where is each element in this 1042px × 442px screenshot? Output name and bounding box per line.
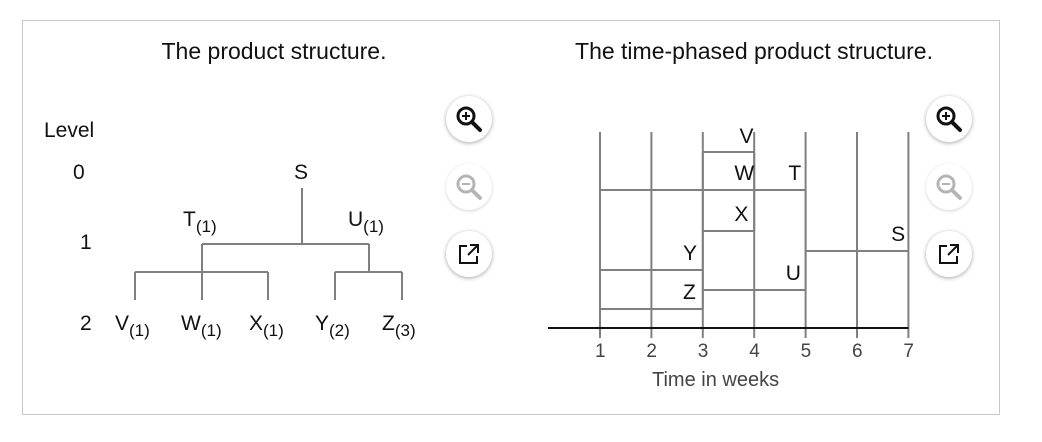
node-S: S: [294, 161, 309, 184]
tick-label: 1: [595, 341, 606, 362]
product-structure-title: The product structure.: [161, 38, 387, 64]
node-T: T(1): [183, 208, 217, 236]
bar-label-S: S: [891, 223, 906, 246]
level-2: 2: [80, 312, 92, 335]
x-axis-label: Time in weeks: [652, 369, 780, 391]
timeline-lines: [548, 132, 910, 338]
tick-label: 2: [646, 341, 657, 362]
bar-label-Y: Y: [682, 242, 697, 265]
node-V: V(1): [115, 312, 150, 340]
level-0: 0: [73, 161, 85, 184]
tick-label: 6: [852, 341, 863, 362]
magnifier-plus-icon: [936, 106, 962, 132]
popout-button[interactable]: [446, 231, 492, 277]
tick-label: 7: [903, 341, 914, 362]
node-U: U(1): [348, 208, 384, 236]
zoom-out-button[interactable]: [446, 164, 492, 210]
bar-label-Z: Z: [682, 281, 696, 304]
tick-label: 4: [749, 341, 760, 362]
zoom-out-button-right[interactable]: [926, 164, 972, 210]
popout-button-right[interactable]: [926, 231, 972, 277]
tick-label: 5: [800, 341, 812, 362]
bar-label-X: X: [734, 203, 749, 226]
magnifier-minus-icon: [936, 174, 962, 200]
zoom-in-button-right[interactable]: [926, 96, 972, 142]
tree-connectors: [134, 188, 403, 300]
magnifier-plus-icon: [456, 106, 482, 132]
bar-label-V: V: [739, 125, 754, 148]
zoom-in-button[interactable]: [446, 96, 492, 142]
tick-label: 3: [697, 341, 709, 362]
bar-label-T: T: [788, 162, 802, 185]
figure-frame: [22, 20, 1000, 415]
magnifier-minus-icon: [456, 174, 482, 200]
level-header: Level: [44, 119, 95, 142]
external-link-icon: [939, 244, 959, 264]
bar-label-W: W: [734, 162, 755, 185]
time-phased-title: The time-phased product structure.: [575, 38, 933, 64]
node-X: X(1): [249, 312, 284, 340]
bar-label-U: U: [785, 262, 801, 285]
level-1: 1: [80, 231, 92, 254]
node-W: W(1): [181, 312, 222, 340]
node-Z: Z(3): [382, 312, 416, 340]
node-Y: Y(2): [315, 312, 350, 340]
external-link-icon: [459, 244, 479, 264]
